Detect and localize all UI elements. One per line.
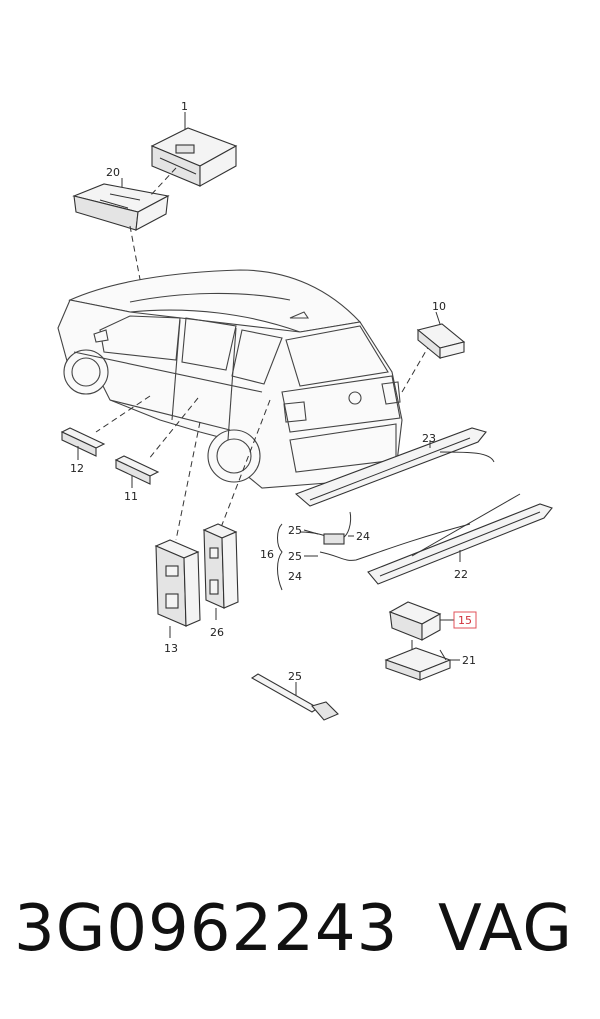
- part-26-control-unit: [202, 523, 239, 620]
- callout-10: 10: [432, 300, 446, 313]
- callout-24a: 24: [356, 530, 370, 543]
- highlight-box-15: [453, 611, 477, 629]
- part-number-text: 3G0962243: [14, 892, 399, 966]
- callout-25a: 25: [288, 524, 302, 537]
- leader-26: [219, 399, 271, 531]
- callout-26: 26: [210, 626, 224, 639]
- part-13-control-unit: [154, 539, 201, 638]
- part-20-bracket: [72, 167, 177, 231]
- callout-11: 11: [124, 490, 138, 503]
- callout-1: 1: [181, 100, 188, 113]
- callout-15: 15: [458, 614, 472, 627]
- callout-20: 20: [106, 166, 120, 179]
- vehicle-outline: [57, 269, 403, 489]
- leader-13: [175, 421, 201, 541]
- callout-22: 22: [454, 568, 468, 581]
- callout-24b: 24: [288, 570, 302, 583]
- leader-11: [147, 397, 199, 461]
- part-11-antenna: [114, 455, 160, 488]
- callout-23: 23: [422, 432, 436, 445]
- callout-25c: 25: [288, 670, 302, 683]
- part-16-harness: [277, 511, 471, 591]
- part-25-cable-tie: [250, 673, 339, 721]
- brand-text: VAG: [438, 892, 573, 966]
- callout-25b: 25: [288, 550, 302, 563]
- part-21-bracket: [384, 640, 460, 681]
- part-12-antenna: [60, 427, 106, 460]
- leader-10: [401, 343, 431, 393]
- callout-12: 12: [70, 462, 84, 475]
- part-1-control-unit: [150, 112, 238, 187]
- part-15-control-unit: [388, 601, 454, 641]
- leader-12: [95, 395, 151, 433]
- callout-13: 13: [164, 642, 178, 655]
- part-23-antenna-strip: [294, 427, 495, 507]
- callout-21: 21: [462, 654, 476, 667]
- part-10-module: [416, 311, 466, 360]
- callout-16: 16: [260, 548, 274, 561]
